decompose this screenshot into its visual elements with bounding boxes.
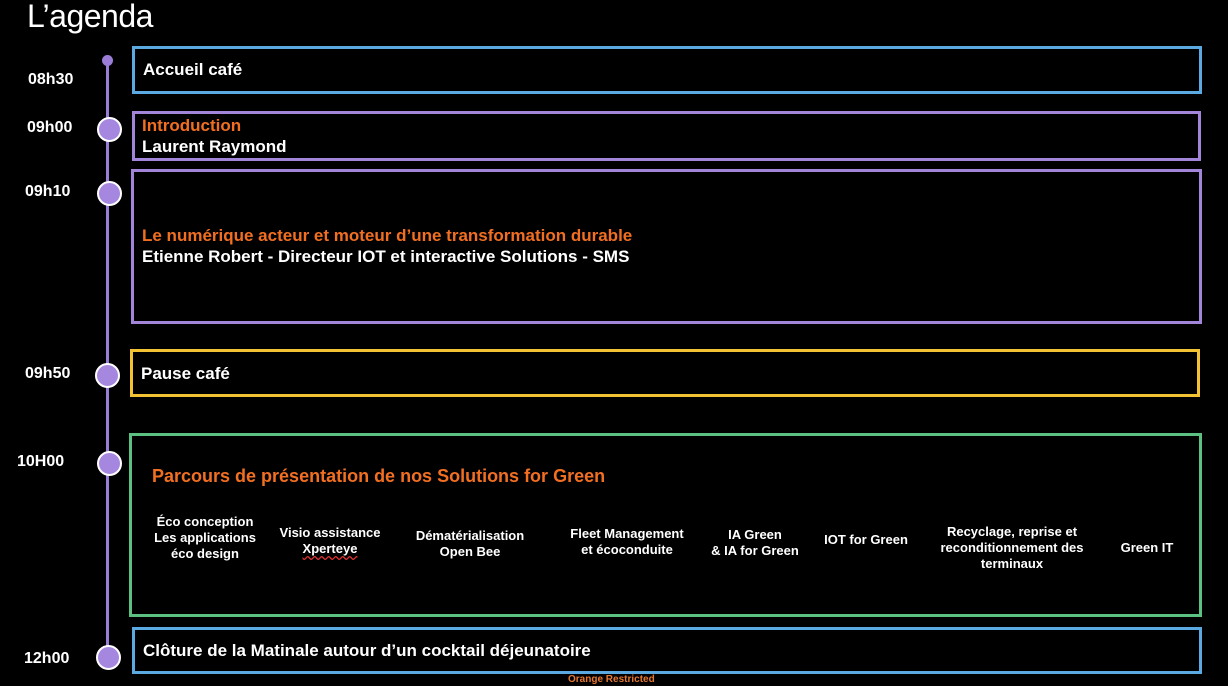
solution-fleet-management: Fleet Management et écoconduite [570,526,684,557]
cloture-label: Clôture de la Matinale autour d’un cockt… [143,641,591,660]
solution-visio-label: Visio assistance [279,525,381,540]
parcours-title: Parcours de présentation de nos Solution… [152,466,606,486]
timeline-dot-0910 [97,181,122,206]
pause-label: Pause café [141,364,230,383]
solution-dematerialisation: Dématérialisation Open Bee [415,528,525,559]
classification-footer: Orange Restricted [568,674,655,685]
timeline-dot-0950 [95,363,120,388]
time-1200: 12h00 [24,650,70,667]
timeline-start-dot [102,55,113,66]
solution-iot-for-green: IOT for Green [824,532,908,547]
time-0830: 08h30 [28,71,74,88]
timeline-dot-0900 [97,117,122,142]
intro-speaker: Laurent Raymond [142,137,287,156]
agenda-box-pause [130,349,1200,397]
intro-title: Introduction [142,116,242,135]
solution-xperteye-label: Xperteye [302,541,358,556]
timeline-dot-1200 [96,645,121,670]
page-title: L’agenda [27,0,153,34]
solution-ia-green: IA Green & IA for Green [711,527,799,558]
solution-green-it: Green IT [1120,540,1174,555]
time-1000: 10H00 [17,453,65,470]
accueil-label: Accueil café [143,60,243,79]
time-0910: 09h10 [25,183,71,200]
agenda-box-talk [131,169,1202,324]
talk-title: Le numérique acteur et moteur d’une tran… [142,226,633,245]
solution-recyclage: Recyclage, reprise et reconditionnement … [940,524,1084,571]
time-0900: 09h00 [27,119,73,136]
time-0950: 09h50 [25,365,71,382]
solution-eco-conception: Éco conception Les applications éco desi… [154,514,256,561]
agenda-box-cloture [132,627,1202,674]
agenda-box-introduction [132,111,1201,161]
agenda-box-accueil [132,46,1202,94]
timeline-dot-1000 [97,451,122,476]
agenda-box-parcours [129,433,1202,617]
talk-speaker: Etienne Robert - Directeur IOT et intera… [142,247,630,266]
timeline-line [106,60,109,658]
